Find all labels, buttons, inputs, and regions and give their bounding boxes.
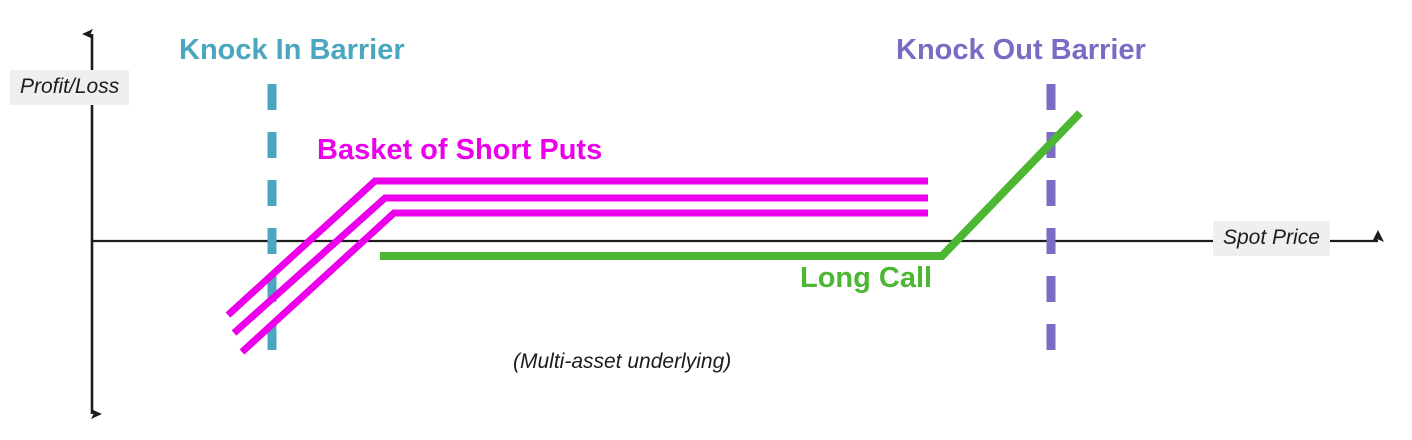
short-put-leg-3 — [239, 209, 928, 355]
long-call-payoff-line — [380, 110, 1083, 260]
footnote-multi-asset-underlying: (Multi-asset underlying) — [513, 350, 732, 373]
short-put-leg-1 — [225, 177, 928, 318]
short-put-leg-2 — [231, 194, 928, 336]
knock-in-barrier-label: Knock In Barrier — [179, 34, 405, 66]
basket-of-short-puts-label: Basket of Short Puts — [317, 134, 603, 166]
y-axis-label: Profit/Loss — [10, 70, 130, 106]
knock-out-barrier-label: Knock Out Barrier — [896, 34, 1146, 66]
x-axis-label: Spot Price — [1213, 221, 1330, 257]
long-call-label: Long Call — [800, 262, 933, 294]
